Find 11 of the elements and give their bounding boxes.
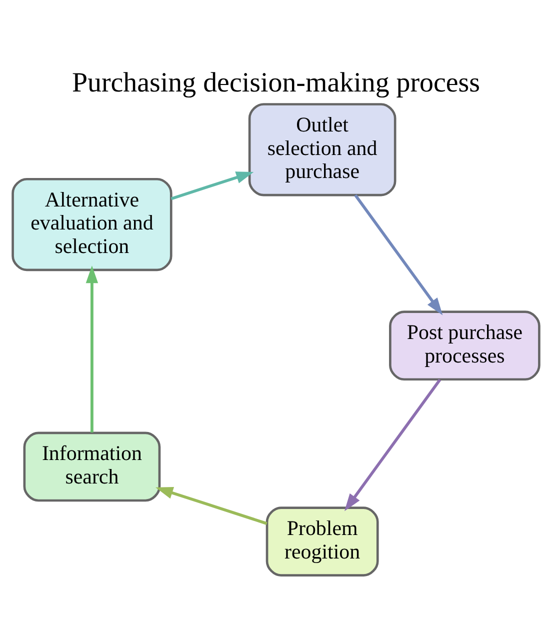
arrow <box>344 378 442 511</box>
node-box: Information search <box>23 431 161 502</box>
arrow <box>86 265 98 432</box>
arrow <box>156 486 268 524</box>
node-box: Post purchase processes <box>389 310 540 380</box>
arrow <box>354 194 443 315</box>
arrow <box>170 171 254 200</box>
node-box: Alternative evaluation and selection <box>12 177 172 271</box>
node-box: Outlet selection and purchase <box>248 102 396 196</box>
node-box: Problem reogition <box>266 506 379 576</box>
diagram-title: Purchasing decision-making process <box>72 67 480 98</box>
